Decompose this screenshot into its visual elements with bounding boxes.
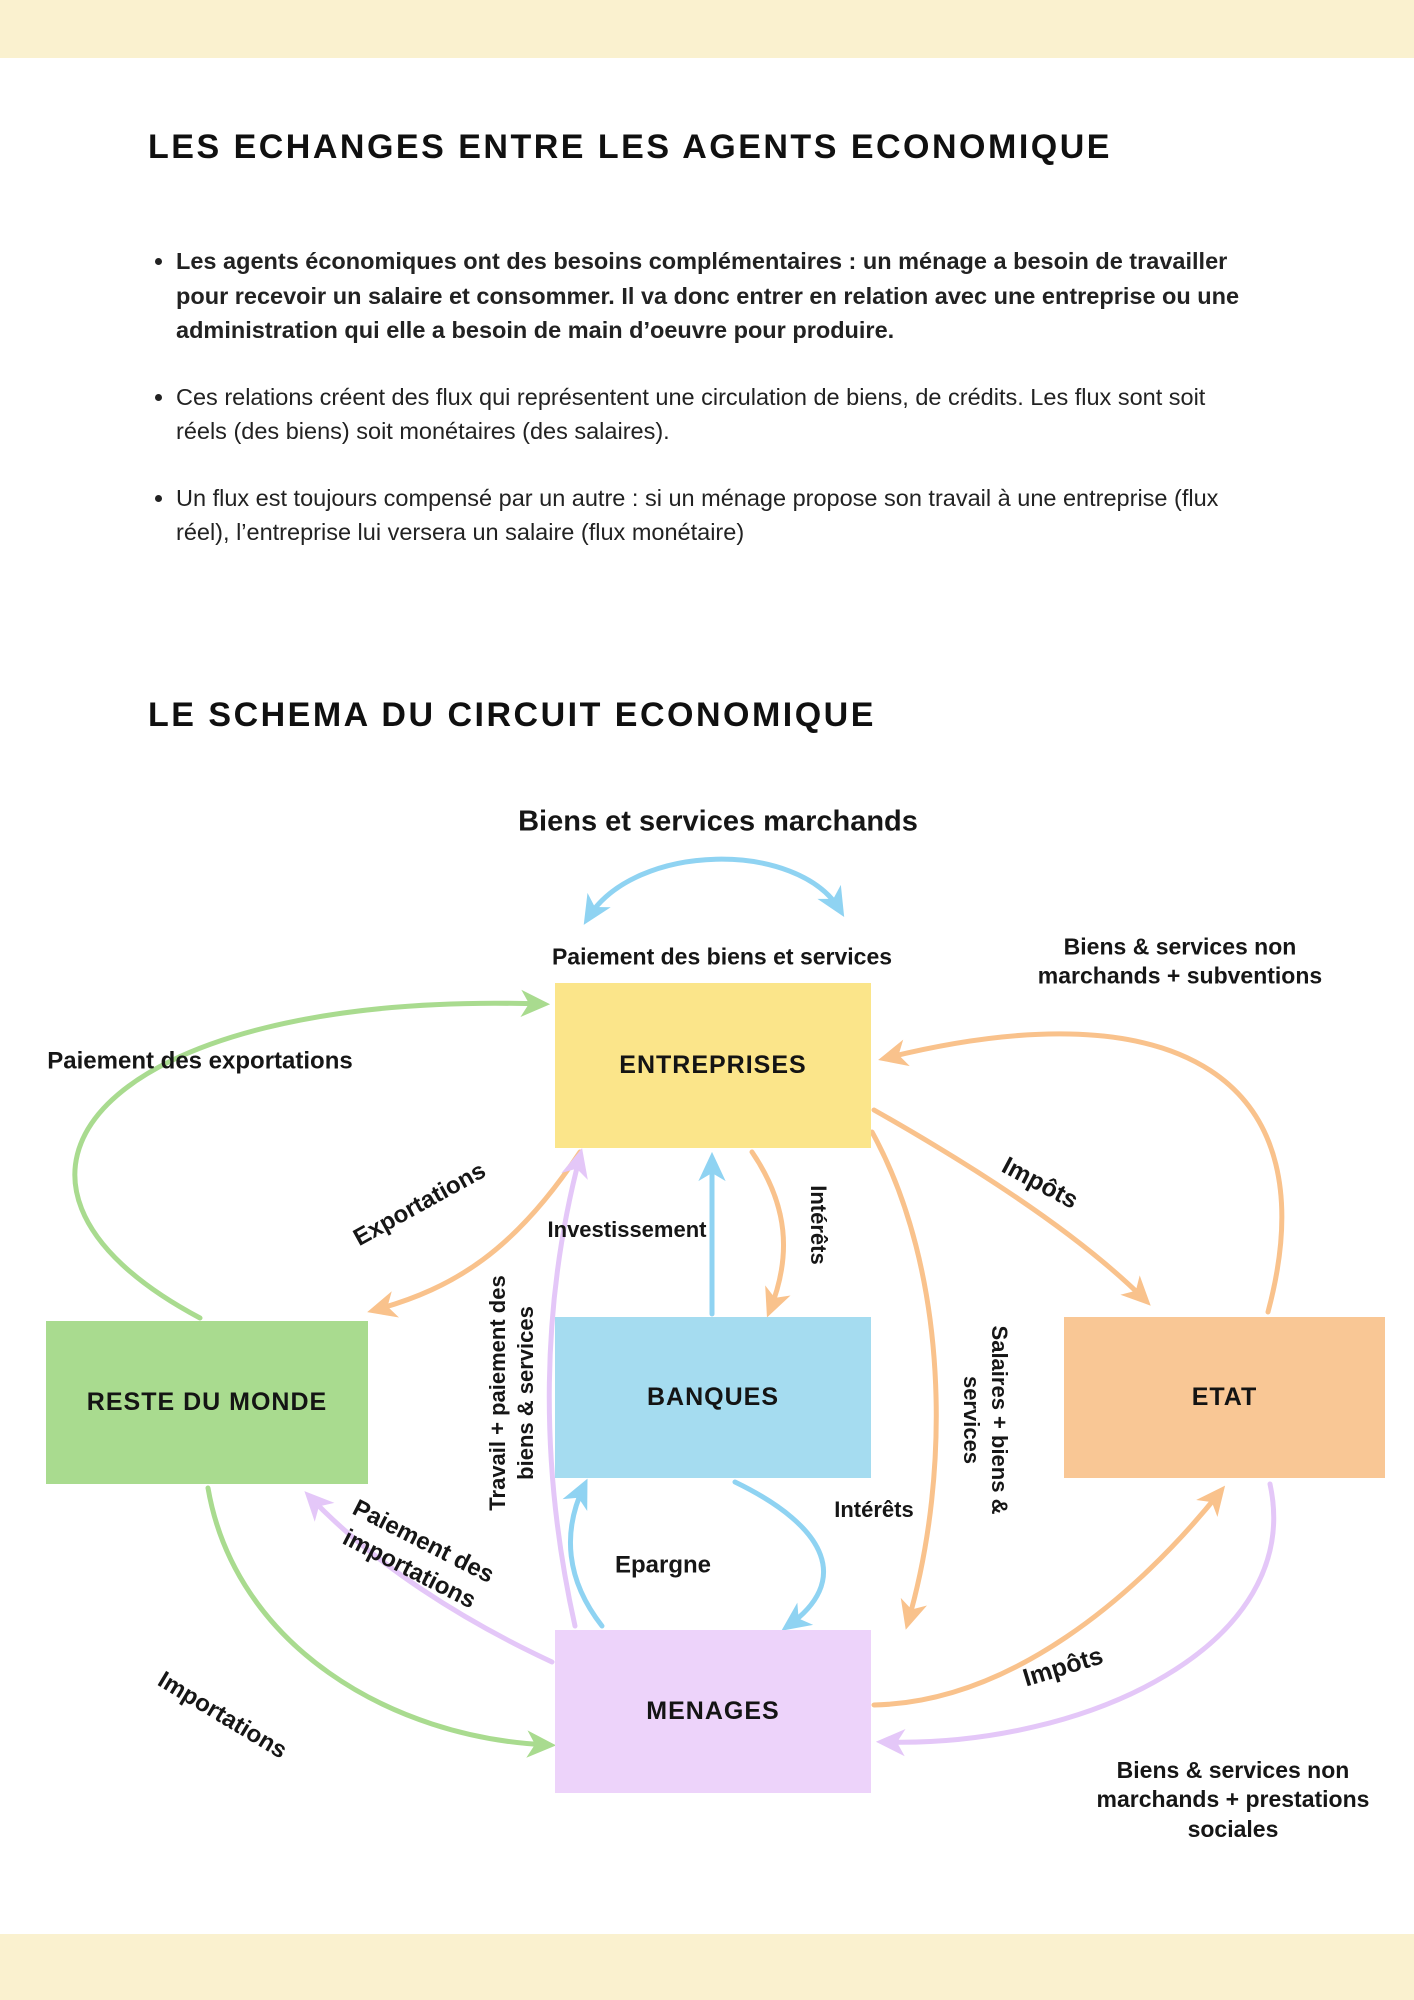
section-title: LE SCHEMA DU CIRCUIT ECONOMIQUE	[148, 696, 876, 734]
label-interets-menages: Intérêts	[834, 1496, 914, 1522]
bullet-list: Les agents économiques ont des besoins c…	[176, 244, 1251, 582]
box-menages: MENAGES	[555, 1630, 871, 1793]
label-exportations: Exportations	[348, 1156, 491, 1252]
box-reste-du-monde-label: RESTE DU MONDE	[86, 1388, 328, 1416]
bullet-item: Ces relations créent des flux qui représ…	[176, 380, 1251, 449]
arrow-salaires-biens-services	[869, 1129, 939, 1630]
label-epargne: Epargne	[614, 1551, 712, 1579]
arrow-impots-entreprises	[871, 1107, 1151, 1306]
arrow-biens-services-marchands	[583, 856, 845, 925]
label-biens-services-subventions: Biens & services non marchands + subvent…	[1037, 933, 1323, 989]
box-entreprises: ENTREPRISES	[555, 983, 871, 1148]
label-interets-banques: Intérêts	[806, 1185, 832, 1265]
label-paiement-exportations: Paiement des exportations	[47, 1047, 353, 1075]
label-travail-paiement: Travail + paiement des biens & services	[484, 1275, 538, 1511]
page-title: LES ECHANGES ENTRE LES AGENTS ECONOMIQUE	[148, 128, 1112, 166]
label-impots-entreprises: Impôts	[997, 1151, 1083, 1215]
label-paiement-importations: Paiement des importations	[338, 1494, 499, 1614]
box-banques-label: BANQUES	[646, 1383, 779, 1411]
arrow-biens-services-prestations	[875, 1481, 1277, 1757]
label-salaires-biens-services: Salaires + biens & services	[959, 1325, 1013, 1515]
box-menages-label: MENAGES	[646, 1697, 780, 1725]
arrow-epargne	[562, 1478, 605, 1629]
label-importations: Importations	[153, 1666, 292, 1765]
label-impots-menages: Impôts	[1019, 1641, 1107, 1693]
box-entreprises-label: ENTREPRISES	[619, 1051, 807, 1079]
box-reste-du-monde: RESTE DU MONDE	[46, 1321, 368, 1484]
bottom-border-band	[0, 1934, 1414, 2000]
arrow-biens-services-subventions	[878, 1031, 1285, 1315]
label-investissement: Investissement	[547, 1216, 707, 1242]
top-border-band	[0, 0, 1414, 58]
box-banques: BANQUES	[555, 1317, 871, 1478]
bullet-item: Les agents économiques ont des besoins c…	[176, 244, 1251, 348]
bullet-item: Un flux est toujours compensé par un aut…	[176, 481, 1251, 550]
arrow-interets-menages	[732, 1479, 827, 1631]
box-etat-label: ETAT	[1191, 1383, 1258, 1411]
arrow-interets-banques	[749, 1149, 791, 1318]
label-paiement-biens-services: Paiement des biens et services	[551, 943, 893, 970]
box-etat: ETAT	[1064, 1317, 1385, 1478]
label-biens-services-marchands: Biens et services marchands	[518, 805, 918, 838]
label-biens-services-prestations: Biens & services non marchands + prestat…	[1096, 1756, 1370, 1842]
